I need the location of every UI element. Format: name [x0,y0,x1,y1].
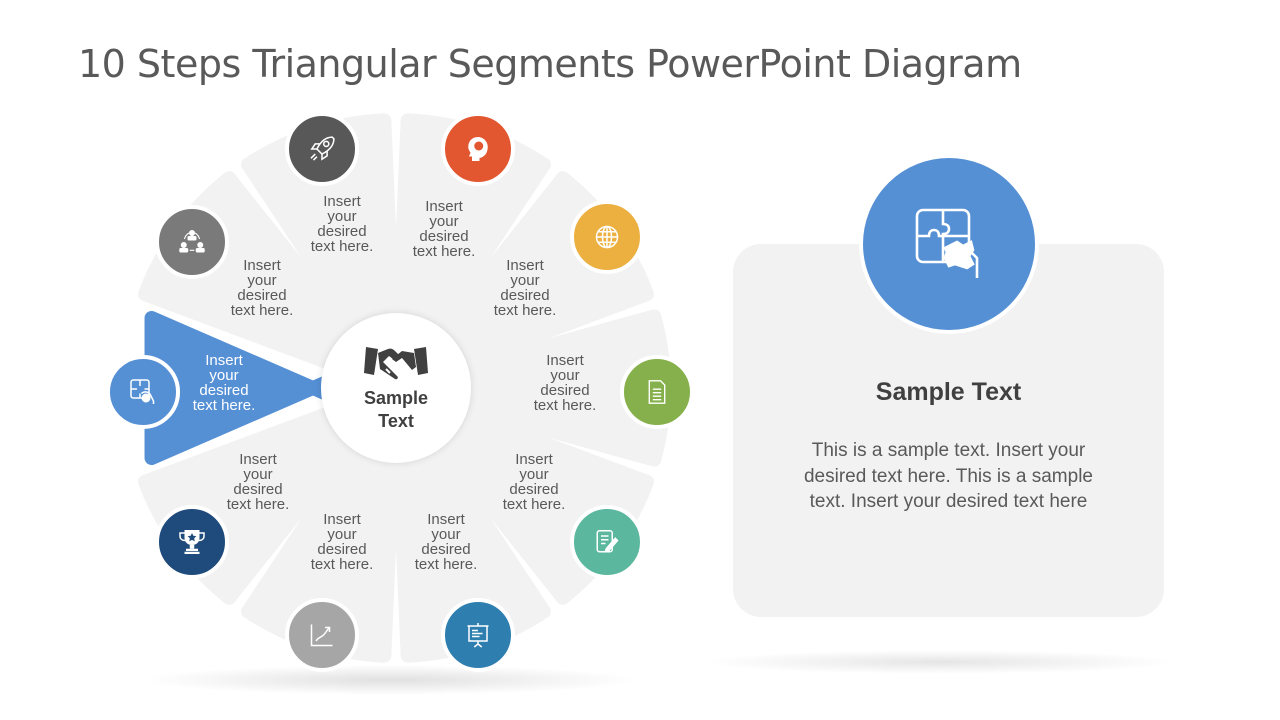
step-1-icon-circle [106,355,180,429]
center-hub: Sample Text [321,313,471,463]
step-10-icon-circle [155,505,229,579]
step-7-icon-circle [570,505,644,579]
segment-text-5: Insert your desired text here. [493,257,557,319]
step-8-icon-circle [441,598,515,672]
segment-text-6: Insert your desired text here. [533,352,597,414]
handshake-icon [364,347,428,380]
card-shadow [700,650,1180,674]
step-2-icon-circle [155,205,229,279]
step-9-icon-circle [285,598,359,672]
edit-note-icon [596,530,619,553]
rocket-icon [310,136,335,161]
growth-chart-icon [310,624,333,647]
step-3-icon-circle [285,112,359,186]
step-6-icon-circle [620,355,694,429]
segment-text-3: Insert your desired text here. [310,193,374,255]
segment-text-2: Insert your desired text here. [230,257,294,319]
globe-icon [595,225,619,249]
step-5-icon-circle [570,200,644,274]
segment-text-8: Insert your desired text here. [414,511,478,573]
trophy-icon [179,530,205,554]
card-icon-circle [859,154,1039,334]
card-body: This is a sample text. Insert your desir… [803,440,1093,512]
puzzle-hand-icon [130,379,155,404]
segment-text-9: Insert your desired text here. [310,511,374,573]
presentation-icon [467,623,489,648]
segment-text-4: Insert your desired text here. [412,198,476,260]
card-title: Sample Text [875,378,1022,406]
wheel-shadow [140,665,640,695]
slide-title: 10 Steps Triangular Segments PowerPoint … [78,42,1022,86]
brain-head-icon [468,137,488,161]
center-label: Sample Text [363,388,429,431]
document-icon [648,380,666,404]
step-4-icon-circle [441,112,515,186]
segment-text-7: Insert your desired text here. [502,451,566,513]
segment-text-10: Insert your desired text here. [226,451,290,513]
segment-text-1: Insert your desired text here. [192,352,256,414]
team-cycle-icon [179,230,205,253]
puzzle-hand-icon [915,208,979,278]
